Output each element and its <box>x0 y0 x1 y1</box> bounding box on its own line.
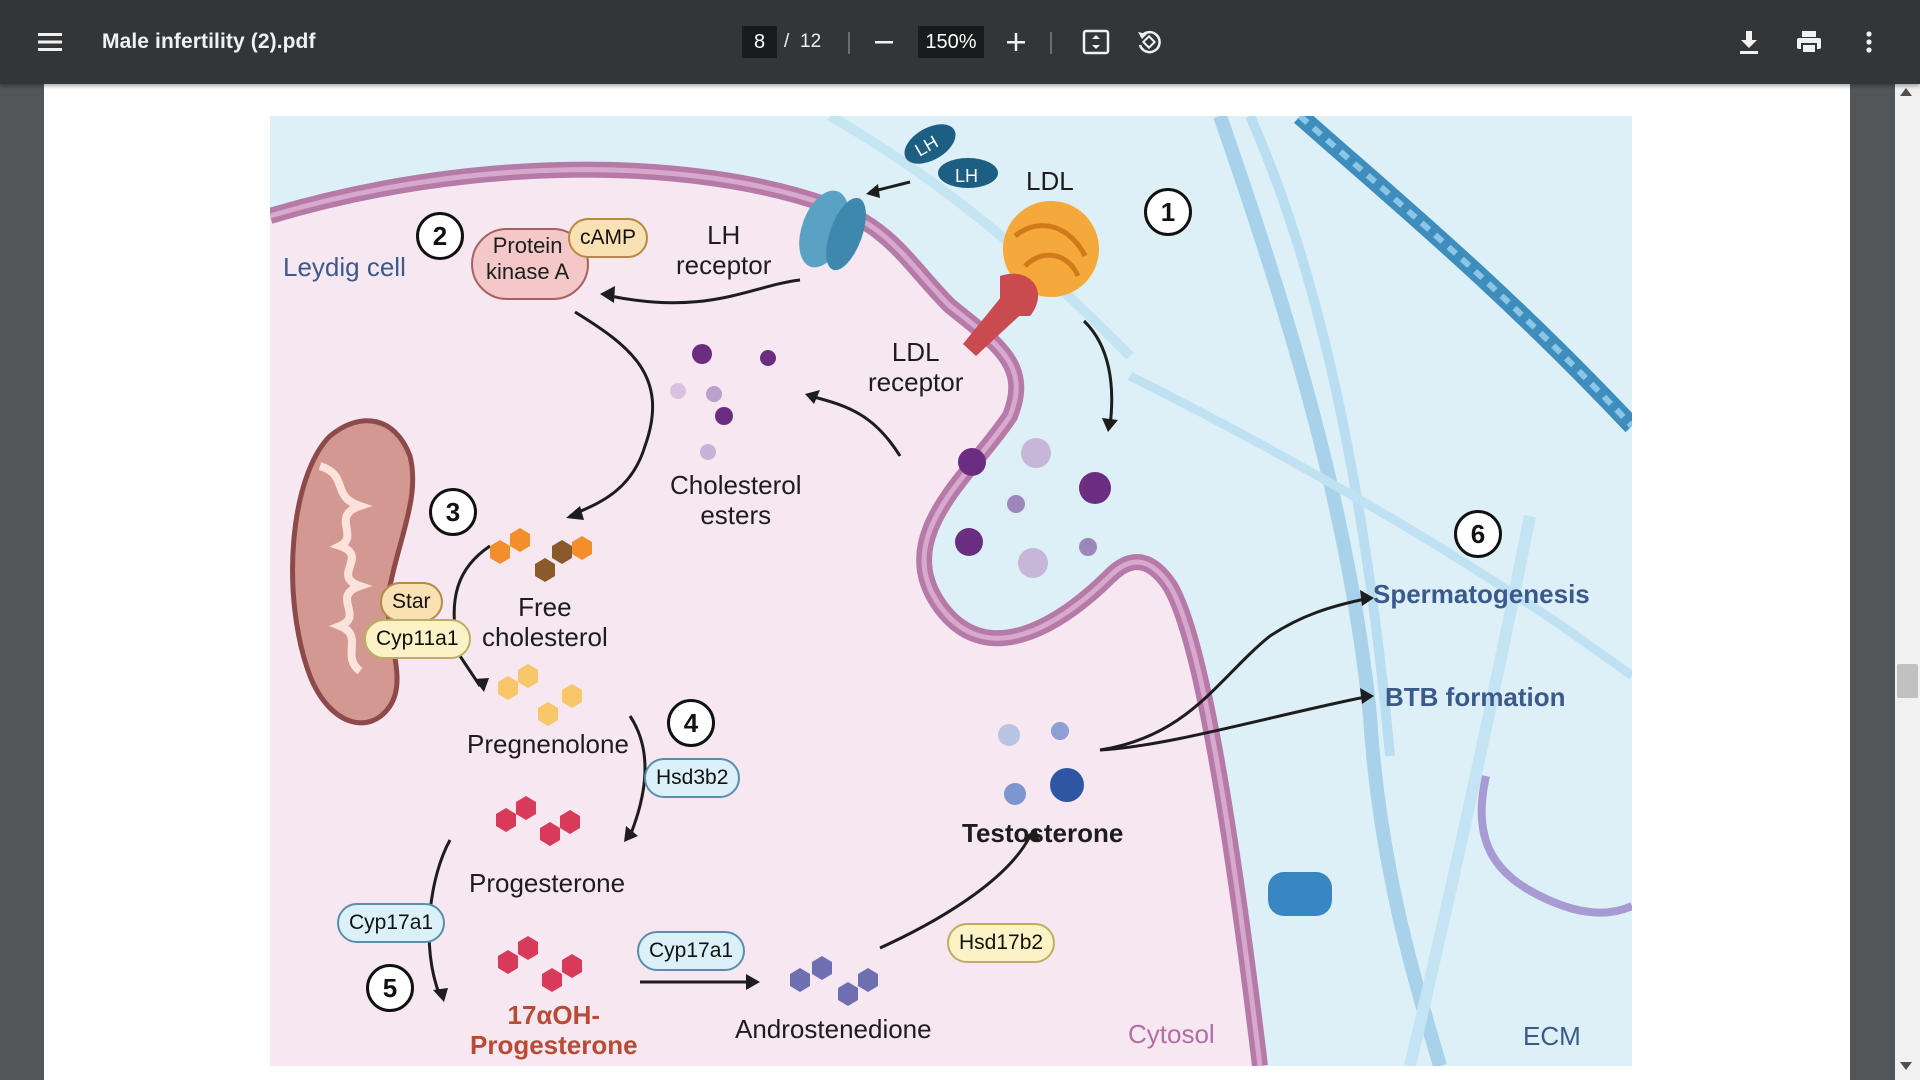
endosome-dots <box>955 438 1111 578</box>
scrollbar-track[interactable] <box>1895 84 1920 1080</box>
pdf-toolbar: Male infertility (2).pdf / 12 <box>0 0 1920 84</box>
camp-badge: cAMP <box>568 218 649 258</box>
plus-icon <box>1007 33 1025 51</box>
hsd17b2-enzyme: Hsd17b2 <box>947 923 1056 963</box>
cytosol-label: Cytosol <box>1128 1019 1215 1049</box>
page-separator: / <box>784 31 790 52</box>
print-button[interactable] <box>1785 18 1833 66</box>
step-1: 1 <box>1144 188 1192 236</box>
download-icon <box>1740 31 1758 54</box>
page-total: 12 <box>800 31 822 52</box>
testosterone-dots <box>998 722 1084 805</box>
toolbar-divider <box>1050 32 1052 54</box>
spermatogenesis-label: Spermatogenesis <box>1373 579 1590 609</box>
minus-icon <box>875 41 893 44</box>
lh-molecule-label: LH <box>955 166 979 186</box>
protein-kinase-a-label: Protein kinase A <box>486 233 570 284</box>
free-cholesterol-hexagons <box>490 528 592 582</box>
ldl-receptor-label: LDL receptor <box>868 337 964 397</box>
arrow-heads <box>433 184 1374 1002</box>
androstenedione-hexagons <box>790 956 878 1006</box>
cyp11a1-enzyme: Cyp11a1 <box>364 619 471 659</box>
scroll-up-arrow-icon[interactable] <box>1900 88 1912 96</box>
ecm-label: ECM <box>1523 1021 1581 1051</box>
zoom-out-button[interactable] <box>860 18 908 66</box>
btb-formation-label: BTB formation <box>1385 682 1566 712</box>
fit-page-button[interactable] <box>1072 18 1120 66</box>
cyp17a1-enzyme-right: Cyp17a1 <box>637 931 746 971</box>
document-title: Male infertility (2).pdf <box>102 30 316 53</box>
print-icon <box>1797 31 1821 54</box>
lh-receptor-label: LH receptor <box>676 220 772 280</box>
cholesterol-ester-dots <box>670 344 776 460</box>
lh-receptor-shape <box>799 190 866 271</box>
ldl-label: LDL <box>1026 166 1074 196</box>
androstenedione-label: Androstenedione <box>735 1014 932 1044</box>
star-enzyme: Star <box>380 582 443 622</box>
step-4: 4 <box>667 699 715 747</box>
lh-molecules <box>904 124 998 188</box>
ecm-protein-fiber <box>1477 775 1632 917</box>
progesterone-hexagons <box>496 796 580 846</box>
rotate-icon <box>1138 30 1161 54</box>
scrollbar-thumb[interactable] <box>1897 664 1918 698</box>
leydig-cell-figure: Leydig cell Cytosol ECM 1 2 3 4 5 6 LH L… <box>270 116 1632 1066</box>
menu-button[interactable] <box>27 18 75 66</box>
page-number-input[interactable] <box>742 26 777 58</box>
mitochondrion <box>290 418 416 726</box>
more-options-button[interactable] <box>1845 18 1893 66</box>
pregnenolone-label: Pregnenolone <box>467 729 629 759</box>
testosterone-label: Testosterone <box>962 818 1124 848</box>
step-2: 2 <box>416 212 464 260</box>
zoom-level-input[interactable] <box>918 26 984 58</box>
rotate-button[interactable] <box>1125 18 1173 66</box>
menu-icon <box>38 33 62 51</box>
step-5: 5 <box>366 964 414 1012</box>
free-cholesterol-label: Free cholesterol <box>482 592 608 652</box>
download-button[interactable] <box>1725 18 1773 66</box>
leydig-cell-label: Leydig cell <box>283 252 406 282</box>
toolbar-divider <box>848 32 850 54</box>
cholesterol-esters-label: Cholesterol esters <box>670 470 802 530</box>
oh-progesterone-label: 17αOH- Progesterone <box>470 1000 638 1060</box>
scroll-down-arrow-icon[interactable] <box>1900 1062 1912 1070</box>
step-3: 3 <box>429 488 477 536</box>
hsd3b2-enzyme: Hsd3b2 <box>644 758 741 798</box>
pregnenolone-hexagons <box>498 664 582 726</box>
progesterone-label: Progesterone <box>469 868 626 898</box>
step-6: 6 <box>1454 510 1502 558</box>
oh-progesterone-hexagons <box>498 936 582 992</box>
cyp17a1-enzyme-left: Cyp17a1 <box>337 903 446 943</box>
membrane-channel <box>1268 872 1332 916</box>
more-vert-icon <box>1866 31 1872 53</box>
zoom-in-button[interactable] <box>992 18 1040 66</box>
fit-page-icon <box>1082 29 1110 55</box>
